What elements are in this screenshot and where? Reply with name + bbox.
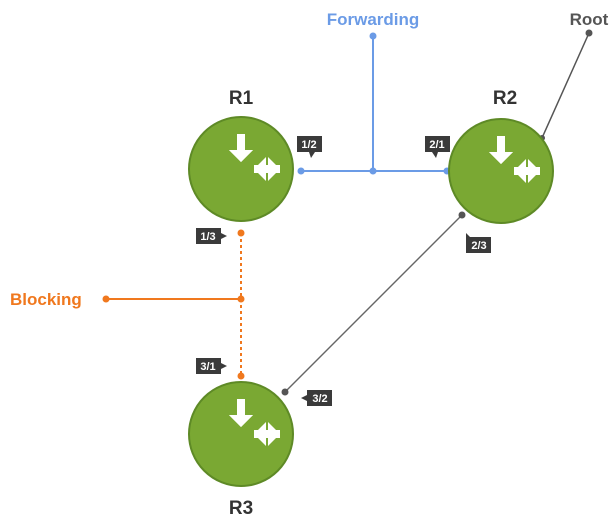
- port-callout-r3-3-2: 3/2: [301, 390, 332, 406]
- router-r3-body: [188, 381, 294, 487]
- port-dot-r3-3-1: [237, 372, 245, 380]
- port-label-r3-3-1: 3/1: [200, 361, 215, 373]
- port-dot-r1-1-2: [297, 167, 305, 175]
- port-label-r1-1-2: 1/2: [301, 139, 316, 151]
- router-r3: [188, 381, 294, 487]
- blocking-annotation: Blocking: [10, 290, 82, 309]
- port-callout-r1-1-2: 1/2: [297, 136, 322, 158]
- port-label-r1-1-3: 1/3: [200, 231, 215, 243]
- port-dot-r3-3-2: [281, 388, 289, 396]
- forwarding-junction-dot: [369, 167, 377, 175]
- port-callout-r1-1-3: 1/3: [196, 228, 227, 244]
- port-callout-r3-3-1: 3/1: [196, 358, 227, 374]
- router-arrows-icon: [229, 134, 280, 181]
- root-anchor-dot: [585, 29, 593, 37]
- router-r2-body: [448, 118, 554, 224]
- port-dot-r1-1-3: [237, 229, 245, 237]
- port-callout-r2-2-3: 2/3: [466, 233, 491, 253]
- router-r1-body: [188, 116, 294, 222]
- router-arrows-icon: [489, 136, 540, 183]
- blocking-junction-dot: [237, 295, 245, 303]
- router-label-r3: R3: [229, 498, 253, 519]
- router-label-r2: R2: [493, 88, 517, 109]
- root-leader: [541, 32, 590, 139]
- blocking-anchor-dot: [102, 295, 110, 303]
- link-r2-r3: [284, 214, 463, 393]
- port-dot-r2-2-3: [458, 211, 466, 219]
- router-r2: [448, 118, 554, 224]
- port-label-r3-3-2: 3/2: [312, 393, 327, 405]
- port-callout-r2-2-1: 2/1: [425, 136, 450, 158]
- annotation-leaders: [106, 32, 590, 300]
- port-label-r2-2-3: 2/3: [471, 240, 486, 252]
- forwarding-annotation: Forwarding: [327, 10, 420, 29]
- router-label-r1: R1: [229, 88, 254, 109]
- forwarding-anchor-dot: [369, 32, 377, 40]
- port-label-r2-2-1: 2/1: [429, 139, 444, 151]
- router-arrows-icon: [229, 399, 280, 446]
- router-r1: [188, 116, 294, 222]
- root-annotation: Root: [570, 10, 609, 29]
